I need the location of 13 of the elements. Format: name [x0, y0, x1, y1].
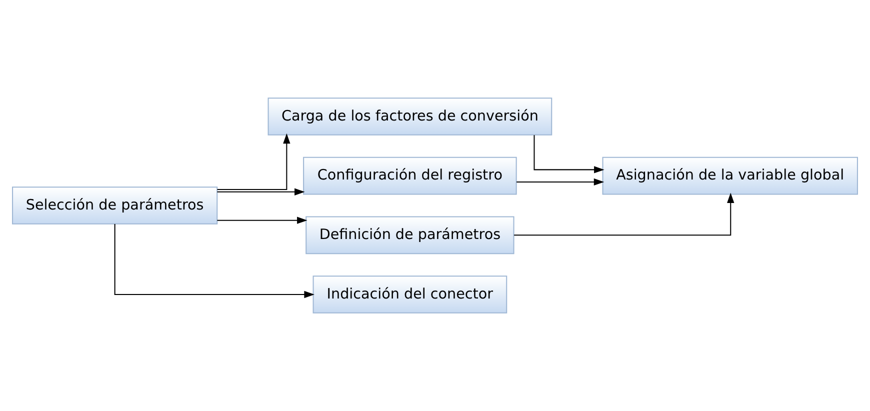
arrow: [217, 133, 290, 190]
node-box: Carga de los factores de conversión: [268, 98, 552, 136]
node-box: Configuración del registro: [303, 156, 517, 195]
arrow: [534, 135, 604, 174]
arrow: [516, 178, 604, 186]
node-box: Asignación de la variable global: [602, 156, 858, 195]
arrow: [514, 192, 734, 236]
arrow: [217, 216, 308, 224]
node-box: Selección de parámetros: [12, 186, 218, 224]
arrow: [217, 188, 305, 196]
arrow: [114, 224, 314, 298]
node-box: Definición de parámetros: [306, 216, 514, 254]
node-box: Indicación del conector: [312, 276, 508, 314]
